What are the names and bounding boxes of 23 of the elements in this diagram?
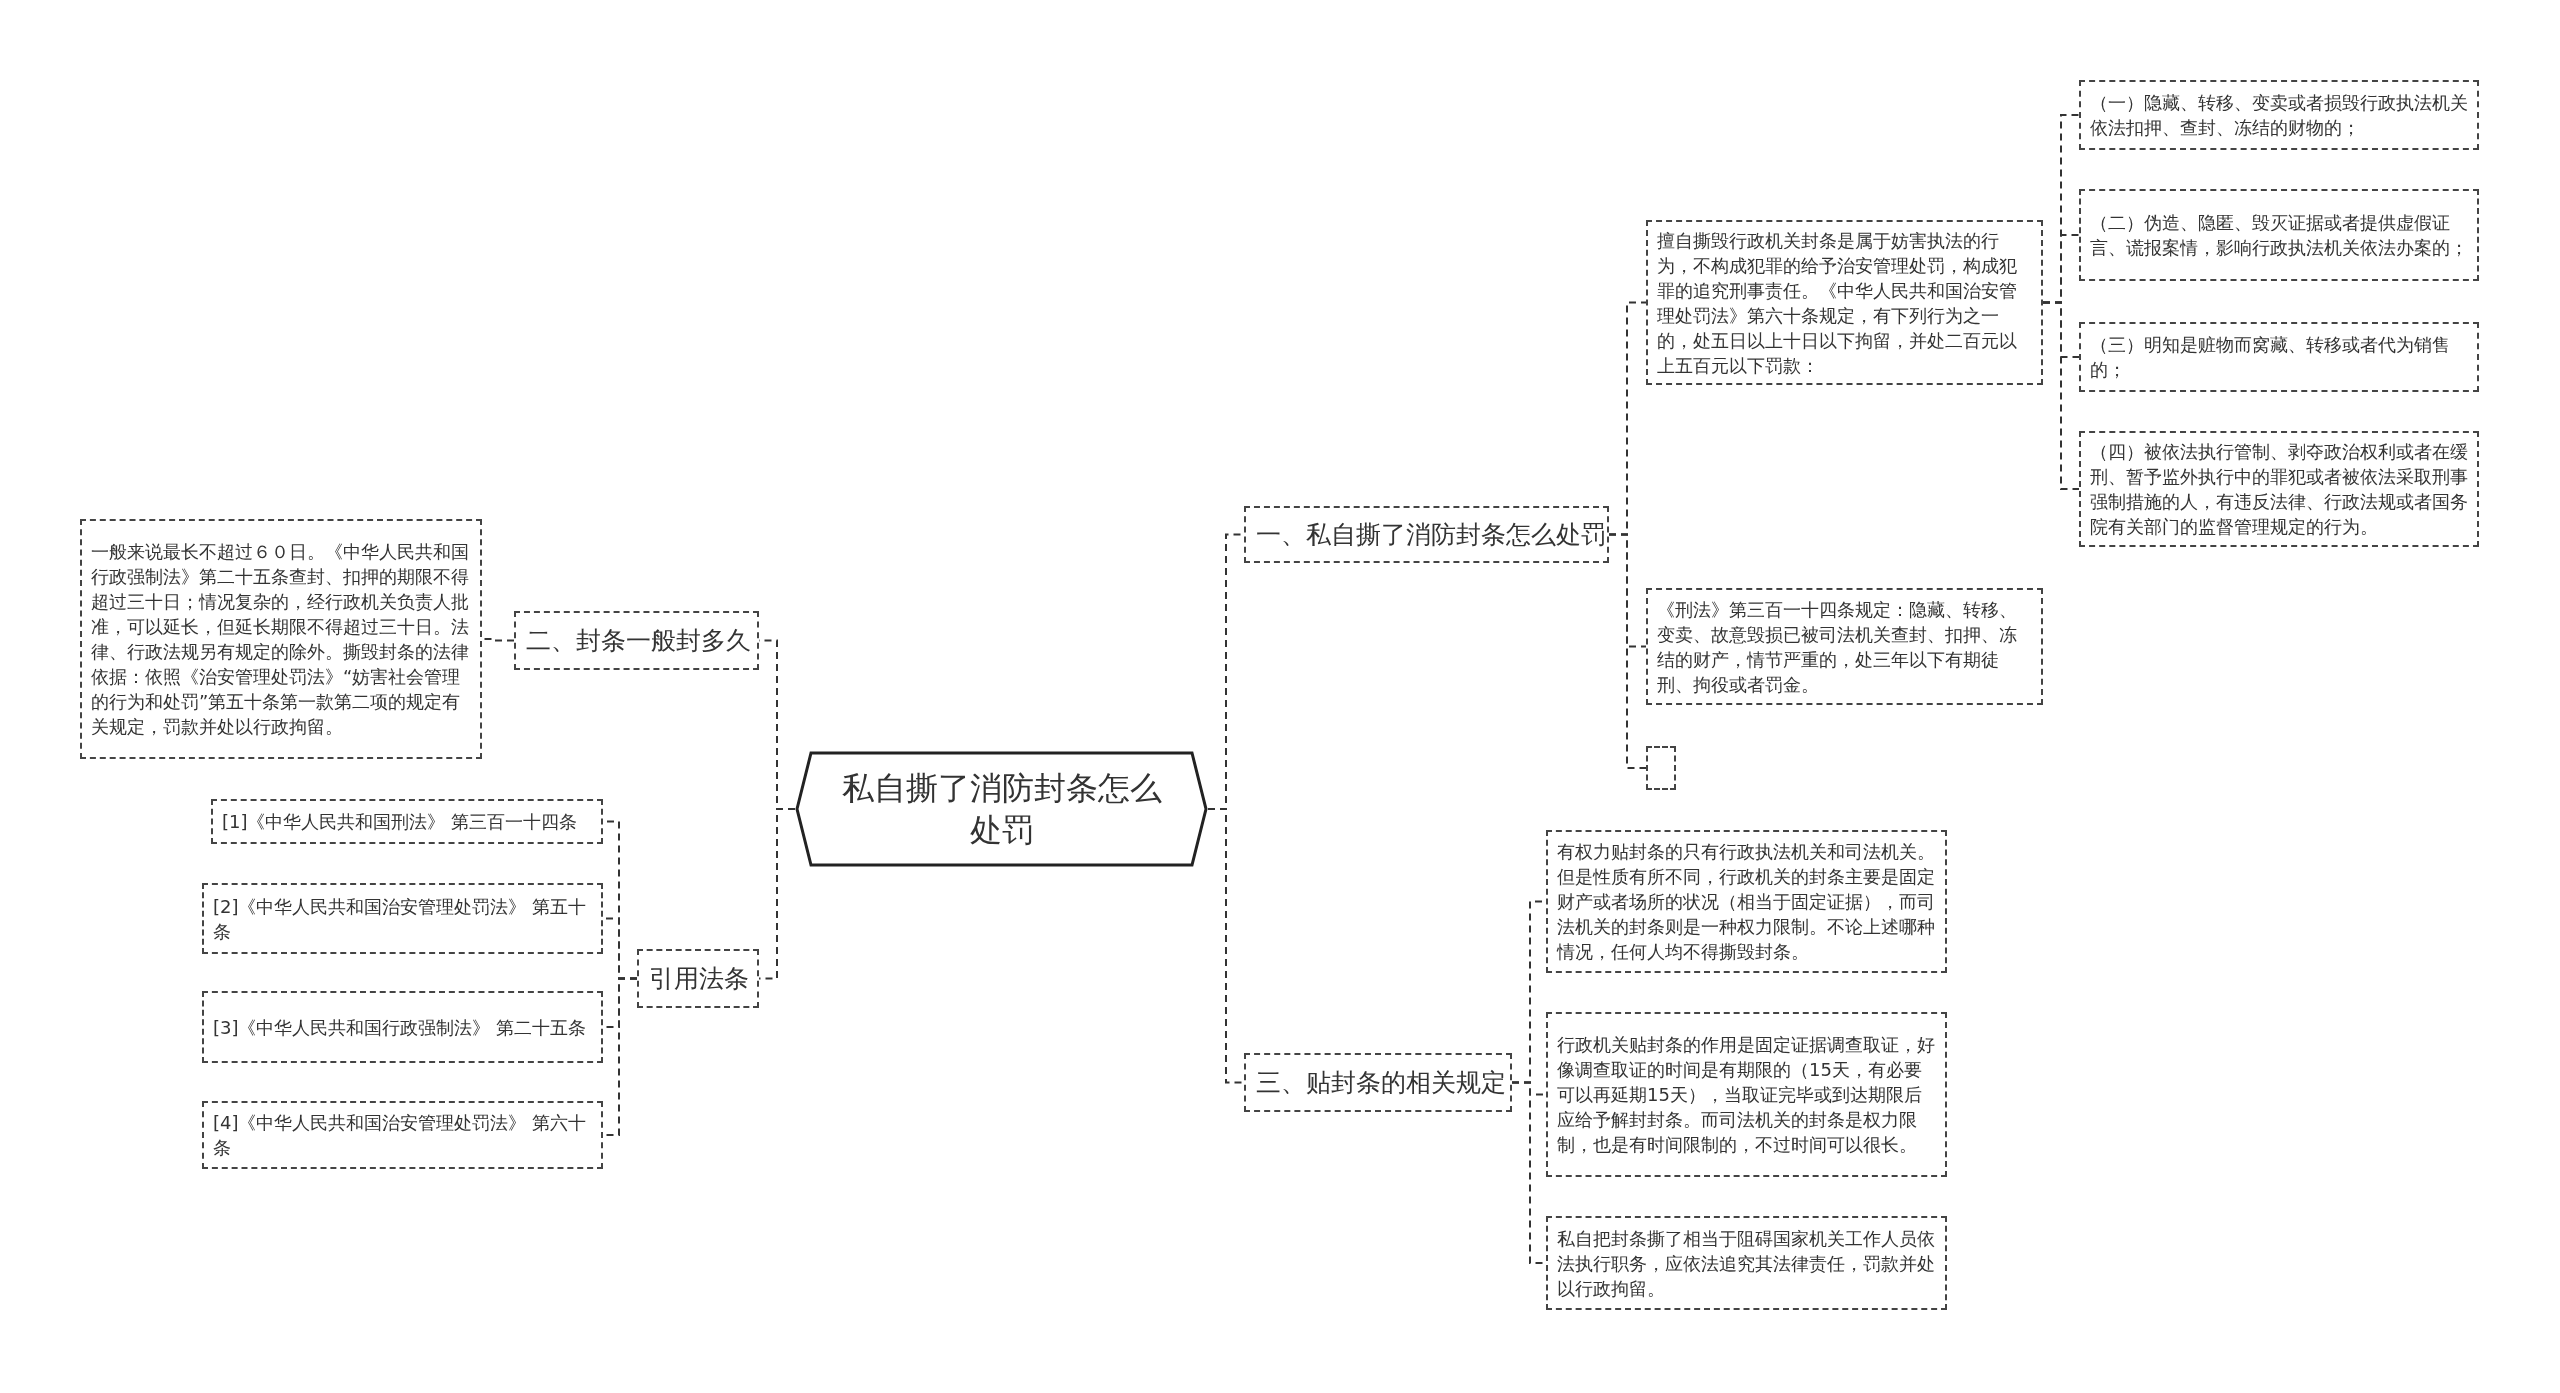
text-box: （四）被依法执行管制、剥夺政治权利或者在缓刑、暂予监外执行中的罪犯或者被依法采取刑事强制措施的人，有违反法律、行政法规或者国务院有关部门的监督管理规定的行为。 — [2079, 431, 2479, 547]
topic-box: 一、私自撕了消防封条怎么处罚 — [1244, 506, 1609, 563]
text-box: 私自把封条撕了相当于阻碍国家机关工作人员依法执行职务，应依法追究其法律责任，罚款并处以行政拘留。 — [1546, 1216, 1947, 1310]
central-topic: 私自撕了消防封条怎么处罚 — [795, 751, 1208, 867]
text-box: 一般来说最长不超过６０日。《中华人民共和国行政强制法》第二十五条查封、扣押的期限不得超过三十日；情况复杂的，经行政机关负责人批准，可以延长，但延长期限不得超过三十日。法律、行政法规另有规定的除外。撕毁封条的法律依据：依照《治安管理处罚法》“妨害社会管理的行为和处罚”第五十条第一款第二项的规定有关规定，罚款并处以行政拘留。 — [80, 519, 482, 759]
text-box: 擅自撕毁行政机关封条是属于妨害执法的行为，不构成犯罪的给予治安管理处罚，构成犯罪的追究刑事责任。《中华人民共和国治安管理处罚法》第六十条规定，有下列行为之一的，处五日以上十日以下拘留，并处二百元以上五百元以下罚款： — [1646, 220, 2043, 385]
text-box: 《刑法》第三百一十四条规定：隐藏、转移、变卖、故意毁损已被司法机关查封、扣押、冻结的财产，情节严重的，处三年以下有期徒刑、拘役或者罚金。 — [1646, 588, 2043, 705]
text-box: 有权力贴封条的只有行政执法机关和司法机关。但是性质有所不同，行政机关的封条主要是固定财产或者场所的状况（相当于固定证据），而司法机关的封条则是一种权力限制。不论上述哪种情况，任何人均不得撕毁封条。 — [1546, 830, 1947, 973]
empty-box — [1646, 746, 1676, 790]
connector — [1608, 533, 1647, 769]
text-box: [1]《中华人民共和国刑法》 第三百一十四条 — [211, 799, 603, 844]
text-box: [4]《中华人民共和国治安管理处罚法》 第六十条 — [202, 1101, 603, 1169]
connector — [1207, 808, 1245, 1084]
text-box: （三）明知是赃物而窝藏、转移或者代为销售的； — [2079, 322, 2479, 392]
text-box: [2]《中华人民共和国治安管理处罚法》 第五十条 — [202, 883, 603, 954]
connector — [2042, 301, 2080, 490]
text-box: 行政机关贴封条的作用是固定证据调查取证，好像调查取证的时间是有期限的（15天，有必要可以再延期15天），当取证完毕或到达期限后应给予解封封条。而司法机关的封条是权力限制，也是有时间限制的，不过时间可以很长。 — [1546, 1012, 1947, 1177]
text-box: [3]《中华人民共和国行政强制法》 第二十五条 — [202, 991, 603, 1063]
topic-box: 二、封条一般封多久 — [514, 611, 759, 670]
text-box: （一）隐藏、转移、变卖或者损毁行政执法机关依法扣押、查封、冻结的财物的； — [2079, 80, 2479, 150]
topic-box: 三、贴封条的相关规定 — [1244, 1053, 1512, 1112]
topic-box: 引用法条 — [637, 949, 759, 1008]
text-box: （二）伪造、隐匿、毁灭证据或者提供虚假证言、谎报案情，影响行政执法机关依法办案的； — [2079, 189, 2479, 281]
